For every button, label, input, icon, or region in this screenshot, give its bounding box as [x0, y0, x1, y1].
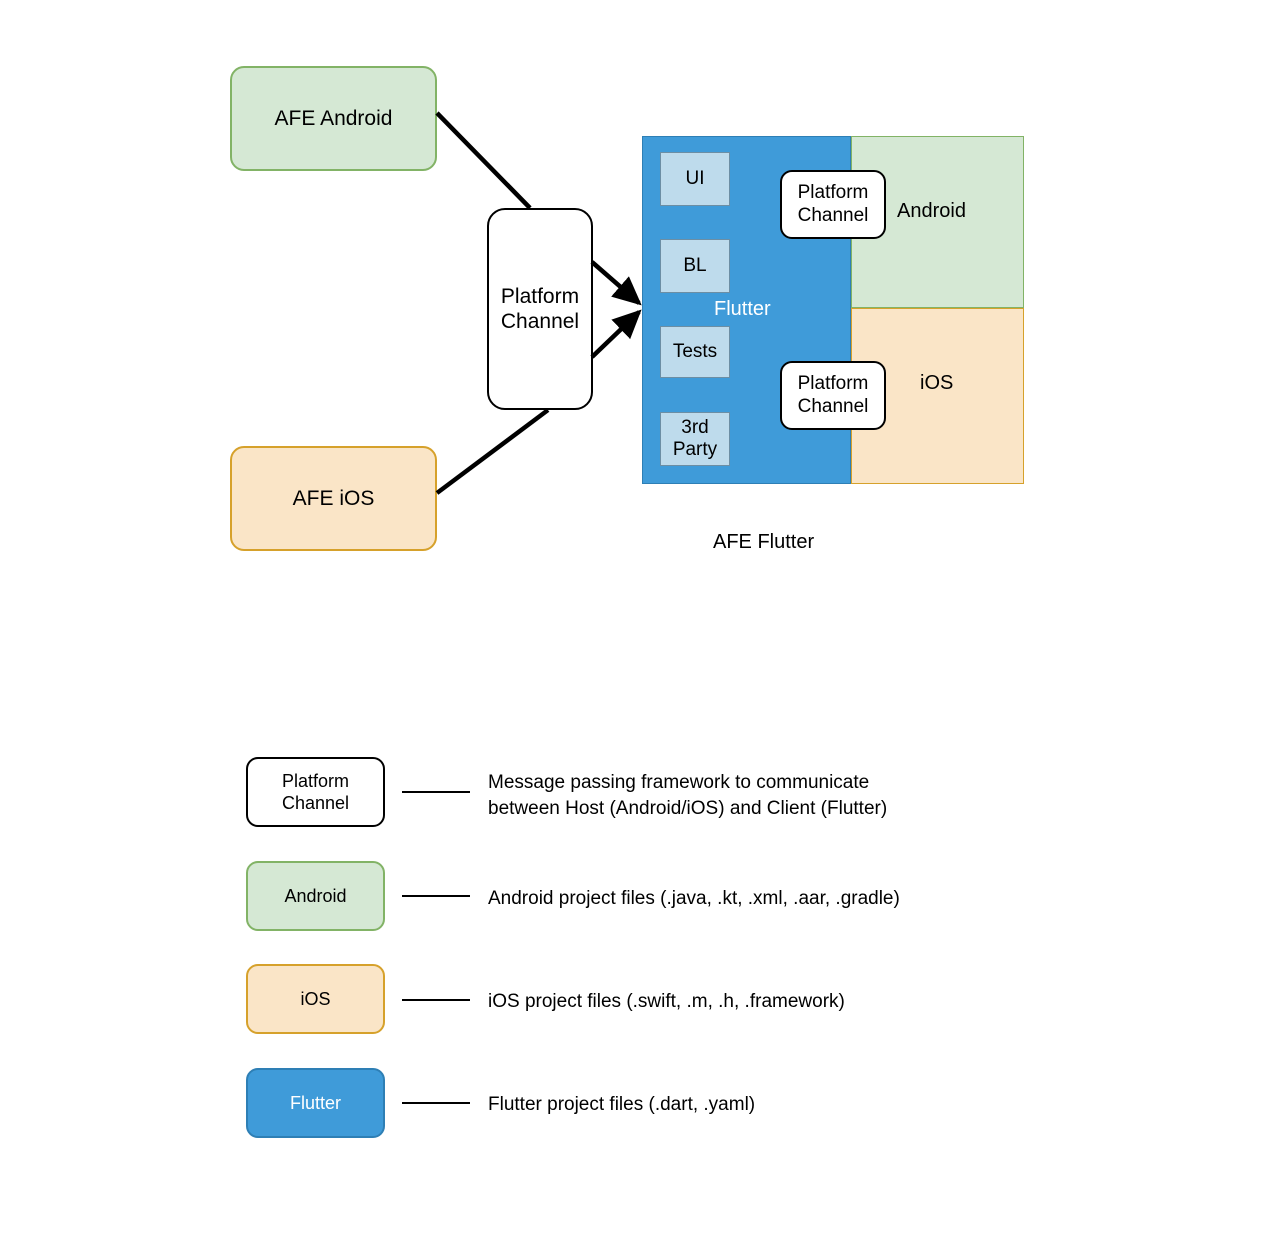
- platform-channel-android-line2: Channel: [797, 204, 869, 226]
- legend-description-android: Android project files (.java, .kt, .xml,…: [488, 888, 900, 909]
- edge-android-to-channel: [435, 111, 532, 210]
- platform-channel-ios-node[interactable]: Platform Channel: [780, 361, 886, 430]
- legend-box-platform-channel-line1: Platform: [281, 770, 350, 791]
- panel-flutter-label: Flutter: [714, 298, 771, 320]
- platform-channel-center-line2: Channel: [500, 310, 580, 333]
- flutter-module-third-party[interactable]: 3rd Party: [660, 412, 730, 466]
- afe-ios-label: AFE iOS: [292, 486, 375, 510]
- legend-connector-platform-channel: [402, 791, 470, 793]
- platform-channel-ios-line2: Channel: [797, 395, 869, 417]
- flutter-module-tests-label: Tests: [672, 341, 718, 363]
- platform-channel-ios-line1: Platform: [797, 372, 869, 394]
- panel-ios-label: iOS: [920, 372, 954, 394]
- legend-box-platform-channel-label: Platform Channel: [282, 770, 349, 815]
- platform-channel-android-node[interactable]: Platform Channel: [780, 170, 886, 239]
- platform-channel-center-label: Platform Channel: [501, 284, 579, 334]
- legend-box-flutter-label: Flutter: [289, 1092, 341, 1113]
- legend-description-ios: iOS project files (.swift, .m, .h, .fram…: [488, 991, 845, 1012]
- legend-description-flutter: Flutter project files (.dart, .yaml): [488, 1094, 756, 1115]
- edge-channel-to-flutter-lower: [590, 309, 642, 359]
- legend-box-platform-channel-line2: Channel: [281, 793, 350, 813]
- platform-channel-center-node[interactable]: Platform Channel: [487, 208, 593, 410]
- flutter-module-bl-label: BL: [683, 255, 707, 277]
- panel-android-label: Android: [897, 200, 966, 222]
- edge-channel-to-flutter-upper: [590, 260, 642, 306]
- legend-box-ios-label: iOS: [300, 988, 331, 1009]
- flutter-module-third-party-line2: Party: [672, 439, 718, 460]
- flutter-module-tests[interactable]: Tests: [660, 326, 730, 378]
- legend-box-android[interactable]: Android: [246, 861, 385, 931]
- legend-connector-flutter: [402, 1102, 470, 1104]
- afe-android-node[interactable]: AFE Android: [230, 66, 437, 171]
- edge-ios-to-channel: [435, 408, 550, 495]
- legend-box-ios[interactable]: iOS: [246, 964, 385, 1034]
- flutter-module-bl[interactable]: BL: [660, 239, 730, 293]
- legend-description-platform-channel: Message passing framework to communicate…: [488, 772, 888, 819]
- afe-flutter-caption: AFE Flutter: [713, 531, 815, 553]
- afe-ios-node[interactable]: AFE iOS: [230, 446, 437, 551]
- platform-channel-center-line1: Platform: [500, 284, 580, 308]
- platform-channel-android-label: Platform Channel: [798, 182, 869, 228]
- legend-box-platform-channel[interactable]: Platform Channel: [246, 757, 385, 827]
- flutter-module-ui[interactable]: UI: [660, 152, 730, 206]
- flutter-module-ui-label: UI: [685, 168, 705, 190]
- platform-channel-android-line1: Platform: [797, 181, 869, 203]
- legend-connector-android: [402, 895, 470, 897]
- legend-connector-ios: [402, 999, 470, 1001]
- flutter-module-third-party-label: 3rd Party: [673, 417, 717, 461]
- legend-box-android-label: Android: [284, 885, 347, 906]
- flutter-module-third-party-line1: 3rd: [681, 417, 709, 439]
- platform-channel-ios-label: Platform Channel: [798, 373, 869, 419]
- afe-android-label: AFE Android: [274, 106, 393, 130]
- legend-box-flutter[interactable]: Flutter: [246, 1068, 385, 1138]
